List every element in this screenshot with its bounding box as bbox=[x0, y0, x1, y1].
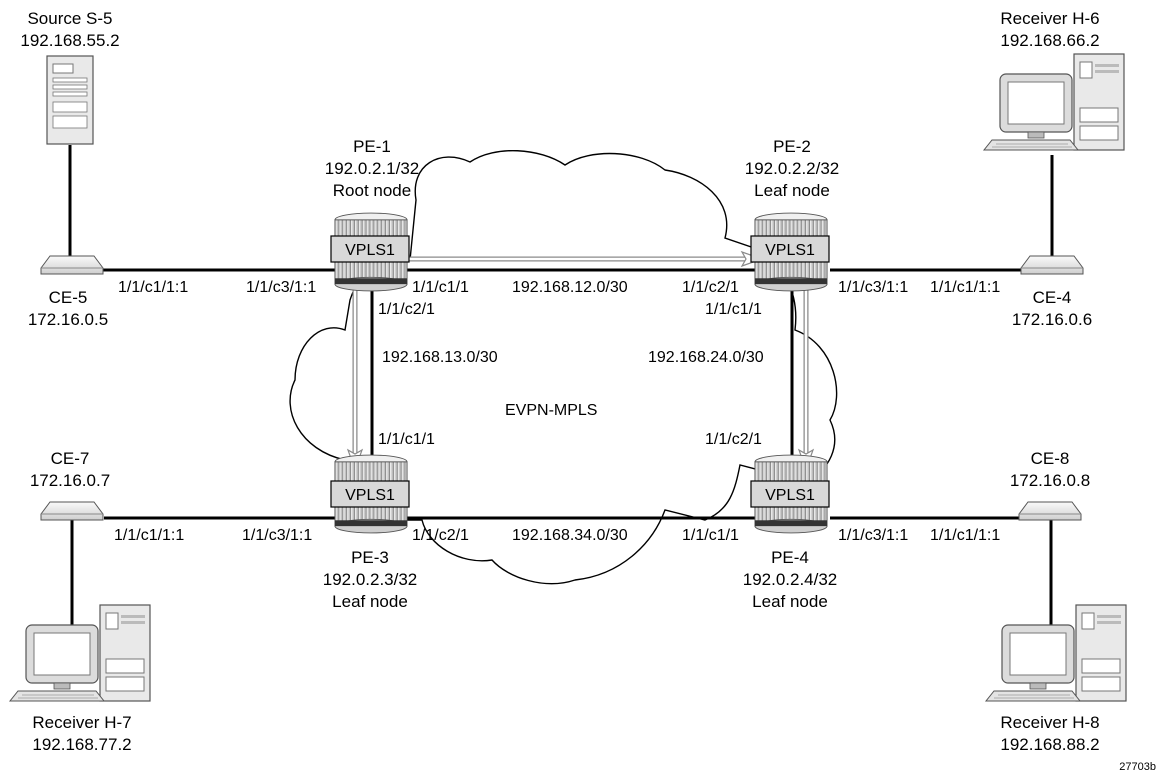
port-pe3-pe4-a: 1/1/c2/1 bbox=[412, 527, 469, 544]
receiver-h7-ip: 192.168.77.2 bbox=[32, 735, 131, 754]
port-ce7-pe3-pe: 1/1/c3/1:1 bbox=[242, 527, 312, 544]
pe1-vpls-box bbox=[330, 235, 410, 263]
server-icon[interactable] bbox=[46, 55, 94, 145]
ce8-switch-icon[interactable] bbox=[1018, 501, 1082, 521]
ce7-switch-icon[interactable] bbox=[40, 501, 104, 521]
pe4-ip: 192.0.2.4/32 bbox=[743, 570, 838, 589]
port-pe3-pe4-b: 1/1/c1/1 bbox=[682, 527, 739, 544]
port-pe2-pe4-b: 1/1/c2/1 bbox=[705, 431, 762, 448]
pe3-service-label: VPLS1 bbox=[345, 487, 395, 504]
receiver-h6-name: Receiver H-6 bbox=[1000, 9, 1099, 28]
port-pe1-pe2-a: 1/1/c1/1 bbox=[412, 279, 469, 296]
receiver-h7-workstation-icon[interactable] bbox=[9, 604, 151, 702]
port-pe4-ce8-ce: 1/1/c1/1:1 bbox=[930, 527, 1000, 544]
receiver-h8-workstation-icon[interactable] bbox=[985, 604, 1127, 702]
figure-id: 27703b bbox=[1119, 761, 1156, 773]
ce5-ip: 172.16.0.5 bbox=[28, 310, 108, 329]
ce4-switch-icon[interactable] bbox=[1020, 255, 1084, 275]
port-pe1-pe3-b: 1/1/c1/1 bbox=[378, 431, 435, 448]
source-s5-name: Source S-5 bbox=[27, 9, 112, 28]
port-pe2-ce4-pe: 1/1/c3/1:1 bbox=[838, 279, 908, 296]
subnet-pe1-pe2: 192.168.12.0/30 bbox=[512, 279, 628, 296]
pe1-role: Root node bbox=[333, 181, 411, 200]
pe3-name: PE-3 bbox=[351, 548, 389, 567]
receiver-h7-name: Receiver H-7 bbox=[32, 713, 131, 732]
pe2-service-label: VPLS1 bbox=[765, 242, 815, 259]
receiver-h8-name: Receiver H-8 bbox=[1000, 713, 1099, 732]
port-ce5-pe1-pe: 1/1/c3/1:1 bbox=[246, 279, 316, 296]
receiver-h8-ip: 192.168.88.2 bbox=[1000, 735, 1099, 754]
pe3-ip: 192.0.2.3/32 bbox=[323, 570, 418, 589]
pe4-name: PE-4 bbox=[771, 548, 809, 567]
pe4-role: Leaf node bbox=[752, 592, 828, 611]
subnet-pe1-pe3: 192.168.13.0/30 bbox=[382, 349, 498, 366]
pe1-router[interactable]: VPLS1 bbox=[330, 212, 410, 292]
pe4-service-label: VPLS1 bbox=[765, 487, 815, 504]
pe2-vpls-box bbox=[750, 235, 830, 263]
ce4-name: CE-4 bbox=[1033, 288, 1072, 307]
ce5-switch-icon[interactable] bbox=[40, 255, 104, 275]
source-s5-ip: 192.168.55.2 bbox=[20, 31, 119, 50]
port-ce5-pe1-ce: 1/1/c1/1:1 bbox=[118, 279, 188, 296]
pe3-role: Leaf node bbox=[332, 592, 408, 611]
pe2-name: PE-2 bbox=[773, 137, 811, 156]
pe2-router[interactable]: VPLS1 bbox=[750, 212, 830, 292]
port-pe1-pe2-b: 1/1/c2/1 bbox=[682, 279, 739, 296]
ce5-name: CE-5 bbox=[49, 288, 88, 307]
cloud-label: EVPN-MPLS bbox=[505, 402, 597, 419]
pe2-role: Leaf node bbox=[754, 181, 830, 200]
pe3-router[interactable]: VPLS1 bbox=[330, 454, 410, 534]
ce7-name: CE-7 bbox=[51, 449, 90, 468]
port-pe1-pe3-a: 1/1/c2/1 bbox=[378, 301, 435, 318]
pe1-ip: 192.0.2.1/32 bbox=[325, 159, 420, 178]
ce4-ip: 172.16.0.6 bbox=[1012, 310, 1092, 329]
subnet-pe2-pe4: 192.168.24.0/30 bbox=[648, 349, 764, 366]
pe4-vpls-box bbox=[750, 480, 830, 508]
ce7-ip: 172.16.0.7 bbox=[30, 471, 110, 490]
pe3-vpls-box bbox=[330, 480, 410, 508]
port-pe2-pe4-a: 1/1/c1/1 bbox=[705, 301, 762, 318]
pe4-router[interactable]: VPLS1 bbox=[750, 454, 830, 534]
port-ce7-pe3-ce: 1/1/c1/1:1 bbox=[114, 527, 184, 544]
subnet-pe3-pe4: 192.168.34.0/30 bbox=[512, 527, 628, 544]
pe1-service-label: VPLS1 bbox=[345, 242, 395, 259]
port-pe4-ce8-pe: 1/1/c3/1:1 bbox=[838, 527, 908, 544]
pe2-ip: 192.0.2.2/32 bbox=[745, 159, 840, 178]
receiver-h6-ip: 192.168.66.2 bbox=[1000, 31, 1099, 50]
port-pe2-ce4-ce: 1/1/c1/1:1 bbox=[930, 279, 1000, 296]
ce8-name: CE-8 bbox=[1031, 449, 1070, 468]
ce8-ip: 172.16.0.8 bbox=[1010, 471, 1090, 490]
receiver-h6-workstation-icon[interactable] bbox=[983, 53, 1125, 151]
pe1-name: PE-1 bbox=[353, 137, 391, 156]
